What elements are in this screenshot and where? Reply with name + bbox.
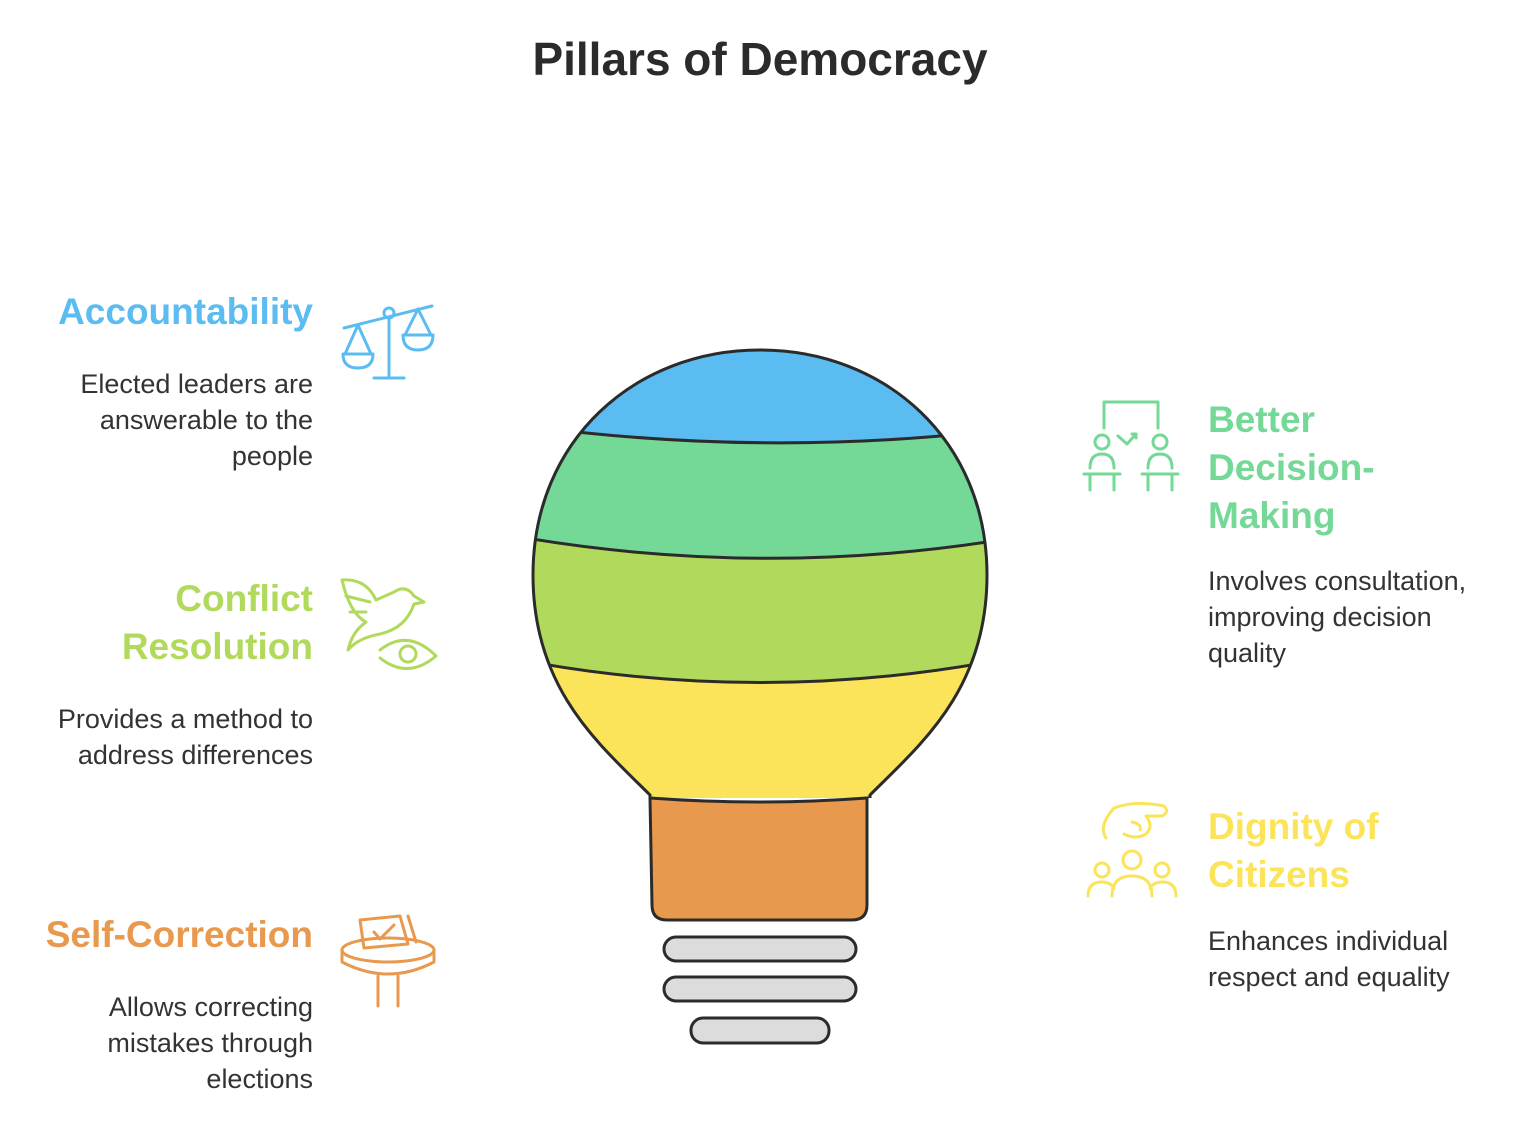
desc-decision: Involves consultation, improving decisio… [1208, 566, 1467, 668]
dove-eye-icon [340, 578, 438, 670]
bulb-screw-3 [689, 1016, 831, 1045]
bulb-screw-1 [662, 935, 858, 963]
desc-conflict: Provides a method to address differences [57, 704, 313, 770]
bulb-screw-2 [662, 975, 858, 1003]
people-hand-icon [1086, 801, 1178, 898]
bulb-segment-decision [533, 425, 987, 559]
heading-correction: Self-Correction [45, 914, 313, 955]
bulb-base-correction [648, 796, 869, 922]
heading-conflict: Conflict Resolution [121, 578, 313, 667]
heading-decision: Better Decision-Making [1208, 399, 1375, 536]
heading-dignity: Dignity of Citizens [1208, 806, 1379, 895]
diagram-title: Pillars of Democracy [532, 33, 988, 85]
heading-accountability: Accountability [58, 291, 313, 332]
desc-dignity: Enhances individual respect and equality [1208, 926, 1450, 992]
scales-icon [341, 304, 435, 380]
bulb-segment-dignity [533, 660, 987, 798]
ballot-box-icon [340, 914, 436, 1008]
meeting-icon [1082, 400, 1180, 492]
desc-accountability: Elected leaders are answerable to the pe… [80, 369, 313, 471]
desc-correction: Allows correcting mistakes through elect… [107, 992, 313, 1094]
bulb-segment-conflict [533, 537, 987, 683]
bulb-segment-accountability [533, 350, 987, 443]
